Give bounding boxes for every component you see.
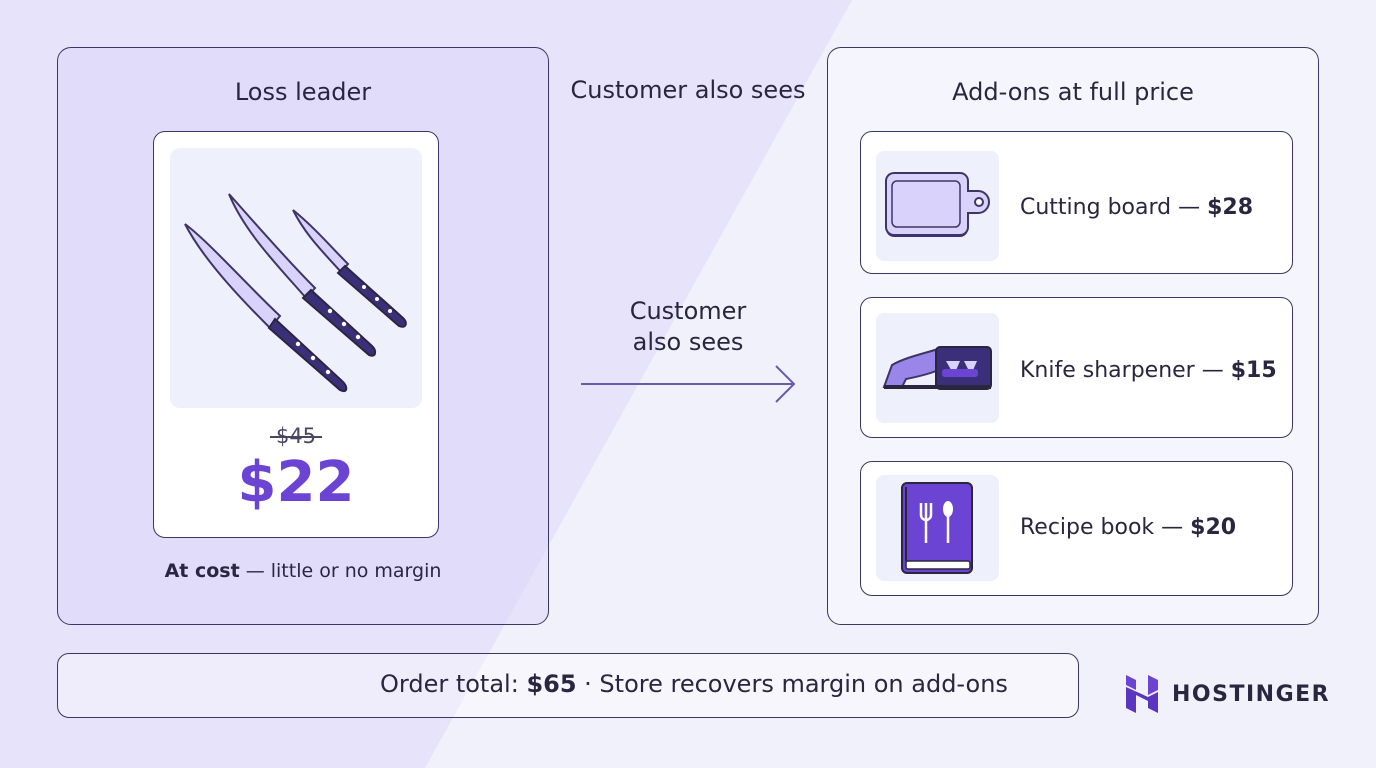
hostinger-logo-icon (1126, 675, 1158, 713)
recipe-book-icon (901, 482, 973, 574)
order-total-value: $65 (526, 670, 577, 698)
addons-title: Add-ons at full price (952, 78, 1194, 106)
addon-name: Recipe book — (1020, 515, 1191, 540)
caption-rest: — little or no margin (239, 560, 442, 582)
addon-card-knife-sharpener: Knife sharpener — $15 (860, 297, 1293, 438)
addon-label: Recipe book — $20 (1020, 515, 1236, 540)
addon-name: Cutting board — (1020, 195, 1208, 220)
knife-sharpener-icon (882, 346, 992, 390)
addon-icon-box (876, 475, 999, 581)
order-total-bar: Order total: $65 · Store recovers margin… (57, 653, 1079, 718)
addon-icon-box (876, 151, 999, 261)
cutting-board-icon (885, 172, 990, 237)
arrow-label-line1: Customer (629, 297, 747, 325)
order-total-prefix: Order total: (380, 670, 527, 698)
caption-bold: At cost (164, 560, 240, 582)
knives-image (170, 148, 422, 408)
addon-card-cutting-board: Cutting board — $28 (860, 131, 1293, 274)
arrow-label-line2: also sees (632, 328, 744, 356)
loss-leader-title: Loss leader (234, 78, 372, 106)
order-total-suffix: · Store recovers margin on add-ons (576, 670, 1008, 698)
right-arrow-icon (581, 365, 796, 403)
addon-price: $15 (1230, 358, 1277, 383)
addon-price: $28 (1207, 195, 1254, 220)
addon-label: Cutting board — $28 (1020, 195, 1253, 220)
addon-icon-box (876, 313, 999, 423)
product-card: $45 $22 (153, 131, 439, 538)
original-price: $45 (275, 424, 317, 448)
addon-price: $20 (1190, 515, 1237, 540)
addon-card-recipe-book: Recipe book — $20 (860, 461, 1293, 596)
knives-icon (184, 193, 407, 392)
addons-panel: Add-ons at full price Cutting board — $2… (827, 47, 1319, 625)
customer-also-sees-title: Customer also sees (570, 76, 806, 104)
brand-name: HOSTINGER (1172, 681, 1331, 707)
margin-caption: At cost — little or no margin (58, 560, 548, 582)
brand-logo: HOSTINGER (1124, 673, 1330, 715)
sale-price: $22 (237, 450, 355, 515)
addon-label: Knife sharpener — $15 (1020, 358, 1277, 383)
loss-leader-panel: Loss leader (57, 47, 549, 625)
arrow-label: Customer also sees (598, 296, 778, 358)
addon-name: Knife sharpener — (1020, 358, 1231, 383)
order-total-text: Order total: $65 · Store recovers margin… (380, 670, 1008, 698)
